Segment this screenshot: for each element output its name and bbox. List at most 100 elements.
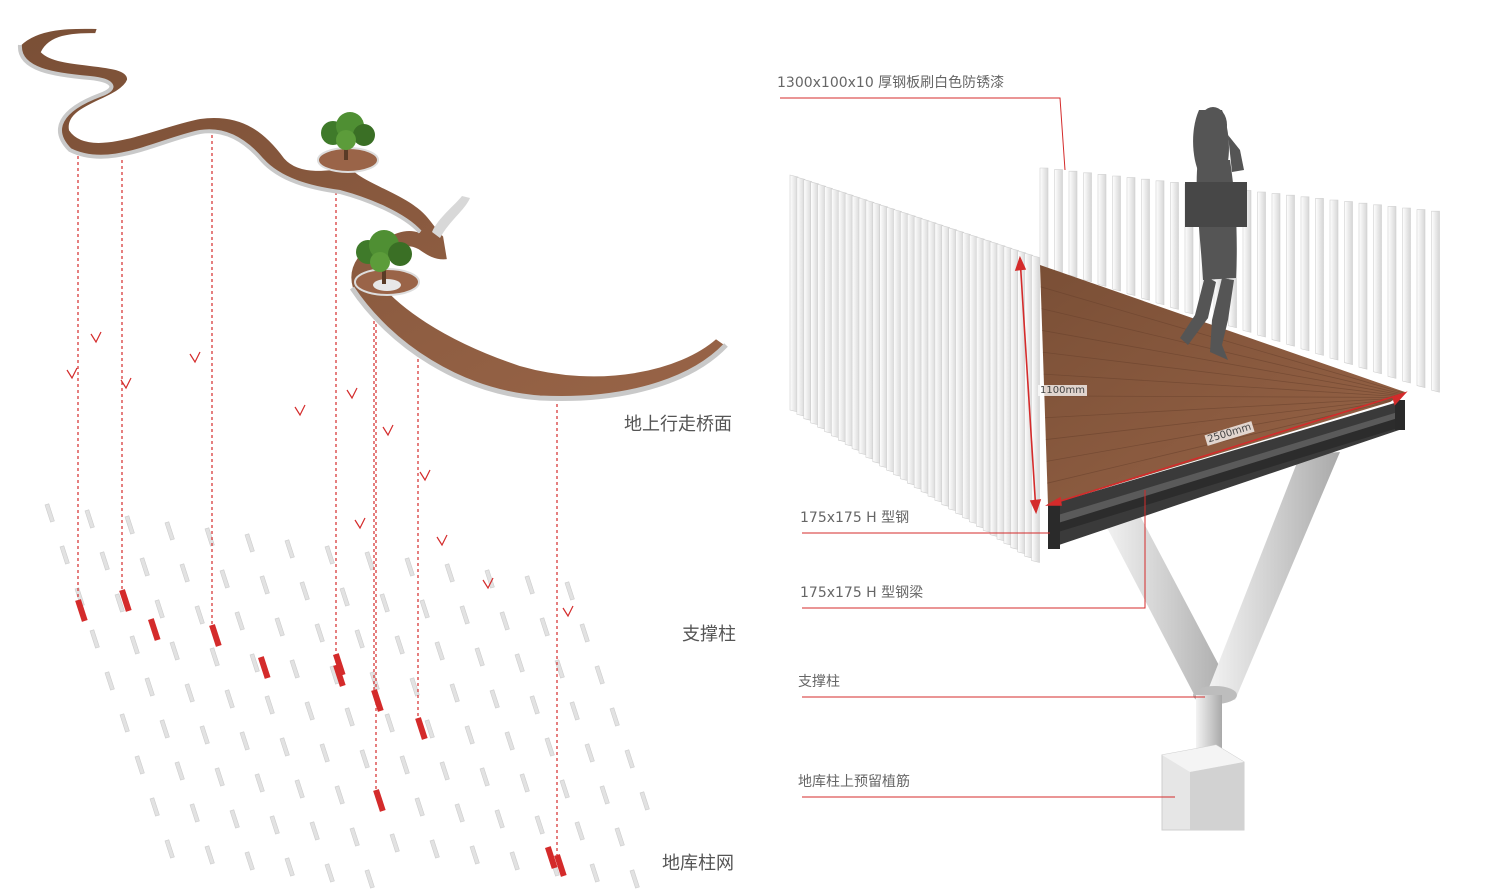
ground-column bbox=[359, 749, 370, 769]
arrow-down-icon bbox=[436, 534, 448, 547]
support-column bbox=[1103, 452, 1340, 831]
ground-column bbox=[229, 809, 240, 829]
ground-column bbox=[449, 683, 460, 703]
ground-column bbox=[284, 539, 295, 559]
railing-fin bbox=[1097, 174, 1107, 287]
ground-column bbox=[379, 593, 390, 613]
ground-column bbox=[254, 773, 265, 793]
arrow-down-icon bbox=[346, 387, 358, 400]
ground-column bbox=[204, 845, 215, 865]
projection-line bbox=[333, 192, 346, 687]
ground-column bbox=[134, 755, 145, 775]
railing-fin bbox=[1155, 180, 1165, 306]
ground-column bbox=[209, 647, 220, 667]
ground-column bbox=[524, 575, 535, 595]
arrow-down-icon bbox=[482, 577, 494, 590]
ground-column bbox=[419, 599, 430, 619]
ground-column bbox=[269, 815, 280, 835]
ground-column bbox=[424, 719, 435, 739]
left-axonometric bbox=[18, 26, 728, 889]
wood-deck-surface bbox=[1040, 265, 1405, 505]
ground-column bbox=[519, 773, 530, 793]
tree-icon bbox=[321, 112, 375, 160]
ground-column bbox=[364, 869, 375, 889]
ground-column bbox=[429, 839, 440, 859]
ground-column bbox=[89, 629, 100, 649]
railing-fin bbox=[1068, 170, 1078, 278]
ground-column bbox=[454, 803, 465, 823]
railing-fin bbox=[1416, 209, 1426, 388]
railing-fin bbox=[1315, 198, 1324, 356]
ground-column bbox=[624, 749, 635, 769]
ground-column bbox=[509, 851, 520, 871]
right-section-detail bbox=[780, 97, 1440, 831]
arrow-down-icon bbox=[90, 331, 102, 344]
label-support-column: 支撑柱 bbox=[682, 624, 736, 645]
railing-fin bbox=[1286, 194, 1295, 347]
ground-column bbox=[114, 593, 125, 613]
ground-column bbox=[514, 653, 525, 673]
ground-column bbox=[319, 743, 330, 763]
railing-fin bbox=[1031, 255, 1040, 563]
ground-column bbox=[589, 863, 600, 883]
ground-column bbox=[44, 503, 55, 523]
projection-line bbox=[209, 135, 222, 647]
railing-fin bbox=[1431, 210, 1440, 393]
ground-column bbox=[259, 575, 270, 595]
ground-column bbox=[479, 767, 490, 787]
ground-column bbox=[204, 527, 215, 547]
projection-line bbox=[415, 335, 428, 740]
ground-column bbox=[354, 629, 365, 649]
railing-fin bbox=[1141, 178, 1150, 301]
railing-fin bbox=[1402, 207, 1411, 384]
ground-column bbox=[504, 731, 515, 751]
projection-line bbox=[119, 160, 132, 612]
ground-column bbox=[244, 533, 255, 553]
ground-column bbox=[59, 545, 70, 565]
ground-column bbox=[444, 563, 455, 583]
projection-lines bbox=[66, 135, 574, 877]
ground-column bbox=[314, 623, 325, 643]
ground-column bbox=[539, 617, 550, 637]
callout-steel-plate: 1300x100x10 厚钢板刷白色防锈漆 bbox=[777, 75, 1005, 91]
arrow-down-icon bbox=[382, 424, 394, 437]
ground-column bbox=[164, 521, 175, 541]
railing-fin bbox=[1373, 204, 1382, 375]
tree-icon bbox=[356, 230, 412, 284]
railing-fin bbox=[1054, 169, 1063, 273]
callout-leaders bbox=[780, 97, 1205, 798]
railing-fin bbox=[1170, 182, 1179, 310]
ground-column bbox=[489, 689, 500, 709]
ground-column bbox=[574, 821, 585, 841]
ground-column bbox=[244, 851, 255, 871]
ground-column bbox=[639, 791, 650, 811]
ground-column bbox=[629, 869, 640, 889]
ground-column bbox=[214, 767, 225, 787]
ground-column bbox=[264, 695, 275, 715]
ground-column bbox=[174, 761, 185, 781]
ground-column bbox=[189, 803, 200, 823]
arrow-down-icon bbox=[419, 469, 431, 482]
ground-column bbox=[274, 617, 285, 637]
ground-column bbox=[559, 779, 570, 799]
ground-column bbox=[289, 659, 300, 679]
ground-column bbox=[594, 665, 605, 685]
railing-fin bbox=[1271, 193, 1281, 342]
ground-column bbox=[384, 713, 395, 733]
ground-column bbox=[224, 689, 235, 709]
projection-line bbox=[75, 150, 88, 622]
ground-column bbox=[474, 647, 485, 667]
ground-column bbox=[299, 581, 310, 601]
ground-column bbox=[309, 821, 320, 841]
railing-fin bbox=[1039, 167, 1049, 269]
dimension-height: 1100mm bbox=[1038, 385, 1087, 396]
support-post bbox=[258, 656, 271, 679]
ground-column bbox=[194, 605, 205, 625]
callout-h-steel: 175x175 H 型钢 bbox=[800, 510, 910, 526]
ground-column bbox=[334, 785, 345, 805]
ground-column bbox=[469, 845, 480, 865]
ground-column bbox=[184, 683, 195, 703]
support-post bbox=[332, 653, 346, 676]
